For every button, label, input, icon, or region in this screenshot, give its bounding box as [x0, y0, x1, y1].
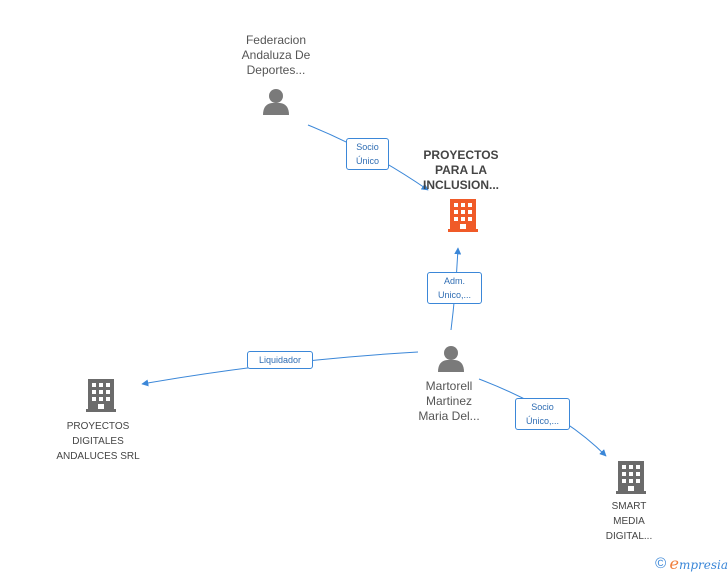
node-label-federacion[interactable]: Federacion Andaluza De Deportes...: [241, 33, 311, 77]
node-label-martorell[interactable]: Martorell Martinez Maria Del...: [418, 379, 480, 423]
brand-logo[interactable]: empresia: [669, 554, 728, 573]
person-icon: [263, 89, 289, 115]
person-icon: [438, 346, 464, 372]
edge-label-socio-unico-2[interactable]: Socio Único,...: [515, 398, 570, 430]
copyright-icon: ©: [655, 555, 667, 572]
edge-label-liquidador[interactable]: Liquidador: [247, 351, 313, 369]
building-icon: [616, 461, 646, 494]
footer-branding: © empresia: [655, 554, 728, 573]
edge-label-adm-unico[interactable]: Adm. Unico,...: [427, 272, 482, 304]
building-icon: [86, 379, 116, 412]
node-label-proyectos-inclusion[interactable]: PROYECTOS PARA LA INCLUSION...: [422, 148, 499, 192]
node-label-proyectos-digitales[interactable]: PROYECTOS DIGITALES ANDALUCES SRL: [56, 421, 140, 462]
building-icon: [448, 199, 478, 232]
node-label-smart-media[interactable]: SMART MEDIA DIGITAL...: [605, 501, 653, 542]
edge-label-socio-unico[interactable]: Socio Único: [346, 138, 389, 170]
